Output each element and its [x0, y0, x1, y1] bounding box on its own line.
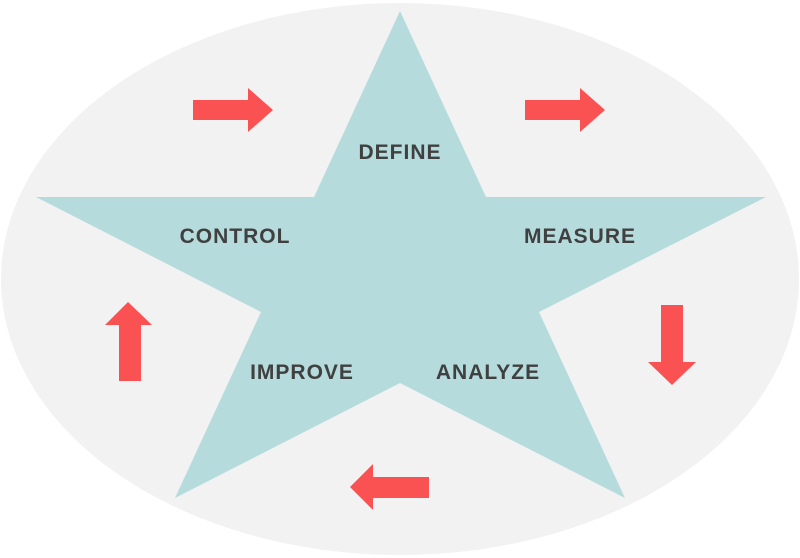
right-arrow-icon [193, 88, 273, 132]
star-shape [36, 11, 766, 498]
left-arrow-icon [350, 464, 429, 510]
stage-label-improve: IMPROVE [250, 361, 354, 384]
right-arrow-icon [525, 88, 605, 132]
stage-label-analyze: ANALYZE [435, 361, 541, 384]
stage-label-control: CONTROL [179, 225, 291, 248]
down-arrow-icon [648, 305, 696, 385]
stage-label-define: DEFINE [358, 141, 442, 164]
up-arrow-icon [105, 302, 152, 381]
stage-label-measure: MEASURE [523, 225, 637, 248]
